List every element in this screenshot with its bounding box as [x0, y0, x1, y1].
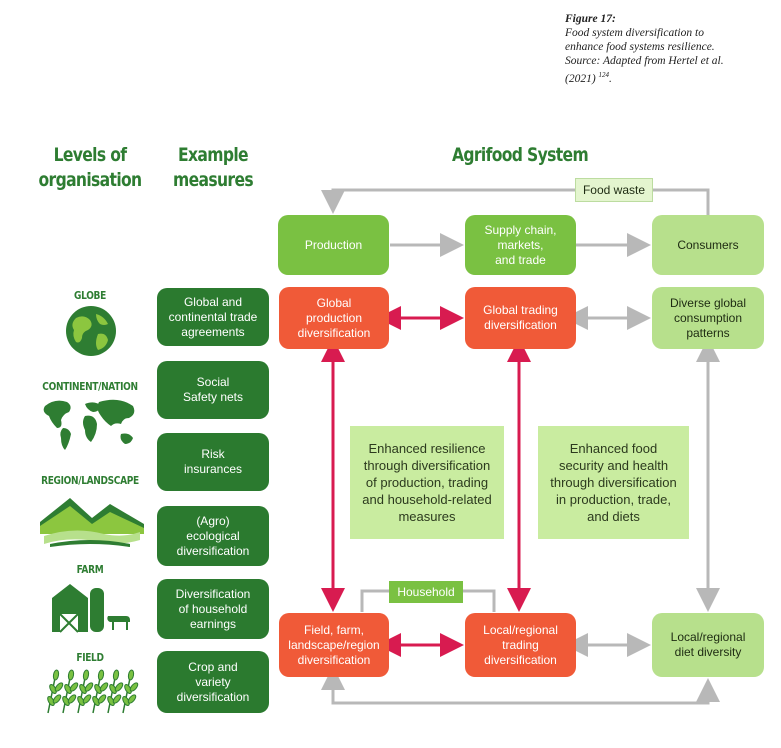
global-trading-box: Global trading diversification	[465, 287, 576, 349]
caption-line-2: enhance food systems resilience.	[565, 41, 715, 53]
caption-ref: 124	[598, 71, 610, 79]
bottom-loop	[321, 666, 720, 705]
caption-line-3: Source: Adapted from Hertel et al.	[565, 55, 724, 67]
measure-agroecological: (Agro) ecological diversification	[157, 506, 269, 566]
food-waste-loop	[321, 188, 710, 215]
measure-risk-insurances: Risk insurances	[157, 433, 269, 491]
figure-number: Figure 17:	[565, 13, 616, 25]
supply-chain-box: Supply chain, markets, and trade	[465, 215, 576, 275]
levels-header: Levels of organisation	[38, 144, 143, 191]
agrifood-header: Agrifood System	[451, 144, 589, 166]
level-globe: GLOBE	[74, 289, 106, 302]
figure-caption: Figure 17: Food system diversification t…	[565, 12, 775, 86]
resilience-note: Enhanced resilience through diversificat…	[350, 426, 504, 539]
consumers-box: Consumers	[652, 215, 764, 275]
landscape-icon	[40, 498, 144, 547]
field-farm-box: Field, farm, landscape/region diversific…	[279, 613, 389, 677]
caption-line-4: (2021) 124.	[565, 68, 775, 86]
level-region: REGION/LANDSCAPE	[41, 474, 139, 487]
production-box: Production	[278, 215, 389, 275]
caption-line-1: Food system diversification to	[565, 27, 704, 39]
household-label: Household	[389, 581, 463, 603]
local-diet-box: Local/regional diet diversity	[652, 613, 764, 677]
measure-safety-nets: Social Safety nets	[157, 361, 269, 419]
world-map-icon	[43, 399, 135, 450]
food-security-note: Enhanced food security and health throug…	[538, 426, 689, 539]
local-trading-box: Local/regional trading diversification	[465, 613, 576, 677]
level-continent: CONTINENT/NATION	[42, 380, 138, 393]
level-farm: FARM	[76, 563, 104, 576]
level-field: FIELD	[76, 651, 104, 664]
globe-icon	[66, 306, 116, 356]
farm-icon	[52, 584, 130, 633]
caption-end: .	[609, 72, 612, 85]
caption-year: (2021)	[565, 72, 596, 85]
crops-icon	[47, 668, 140, 714]
measure-trade-agreements: Global and continental trade agreements	[157, 288, 269, 346]
measure-crop-variety: Crop and variety diversification	[157, 651, 269, 713]
food-waste-label: Food waste	[575, 178, 653, 202]
measures-header: Example measures	[173, 144, 254, 191]
global-production-box: Global production diversification	[279, 287, 389, 349]
diverse-global-box: Diverse global consumption patterns	[652, 287, 764, 349]
measure-household-earnings: Diversification of household earnings	[157, 579, 269, 639]
